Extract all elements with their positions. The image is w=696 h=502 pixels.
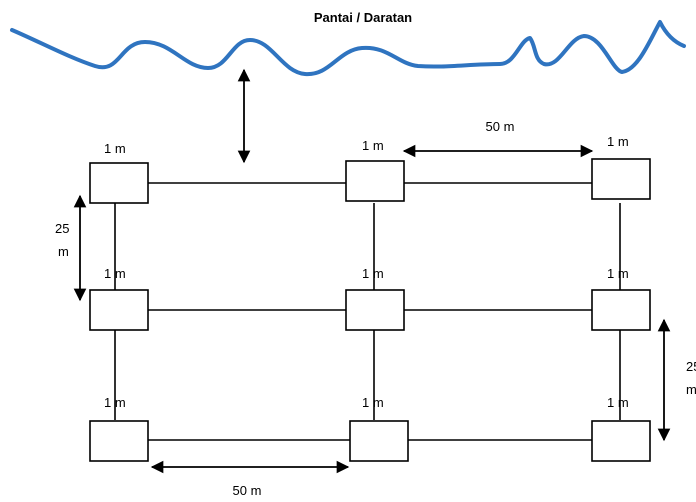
raft-unit-box: [89, 420, 149, 462]
top-span-label: 50 m: [486, 119, 515, 134]
box-size-label: 1 m: [362, 138, 384, 153]
right-span-label-line2: m: [686, 382, 696, 397]
box-size-label: 1 m: [607, 395, 629, 410]
raft-unit-box: [89, 289, 149, 331]
box-size-label: 1 m: [104, 266, 126, 281]
raft-unit-box: [349, 420, 409, 462]
left-span-label-line1: 25: [55, 221, 69, 236]
raft-unit-box: [591, 158, 651, 200]
box-size-label: 1 m: [104, 395, 126, 410]
shoreline-wave: [10, 20, 686, 77]
raft-unit-box: [591, 289, 651, 331]
box-size-label: 1 m: [362, 266, 384, 281]
left-span-label-line2: m: [58, 244, 69, 259]
raft-unit-box: [345, 160, 405, 202]
box-size-label: 1 m: [607, 134, 629, 149]
box-size-label: 1 m: [362, 395, 384, 410]
box-size-label: 1 m: [104, 141, 126, 156]
bottom-span-label: 50 m: [233, 483, 262, 498]
diagram-title: Pantai / Daratan: [314, 10, 412, 25]
raft-unit-box: [89, 162, 149, 204]
raft-unit-box: [591, 420, 651, 462]
raft-unit-box: [345, 289, 405, 331]
box-size-label: 1 m: [607, 266, 629, 281]
right-span-label-line1: 25: [686, 359, 696, 374]
